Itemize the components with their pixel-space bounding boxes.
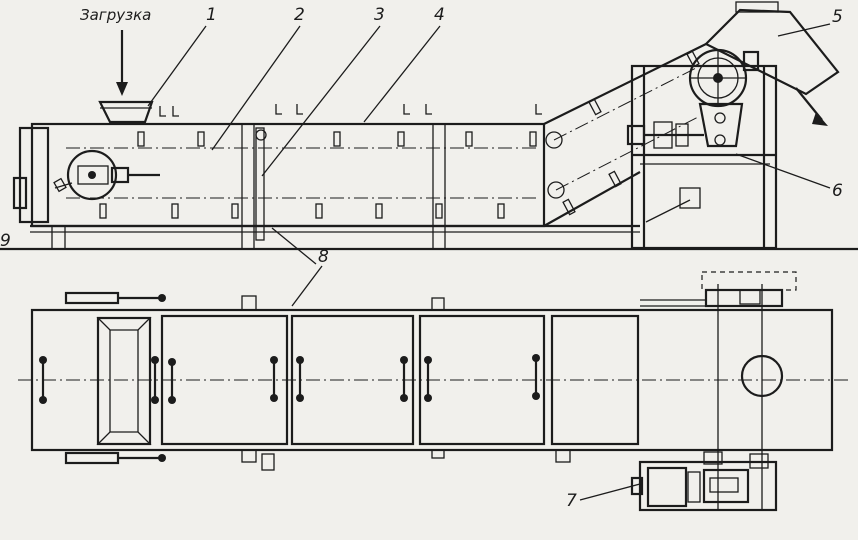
- idler-sprocket: [547, 181, 565, 199]
- housing-trough: [30, 122, 546, 228]
- label-2: 2: [294, 5, 305, 25]
- tension-rod: [64, 291, 120, 305]
- label-7: 7: [566, 491, 577, 511]
- tension-rod: [64, 451, 120, 465]
- side-view: [0, 1, 858, 251]
- coupling: [626, 124, 646, 146]
- cover-panel: [550, 314, 640, 446]
- label-9: 9: [0, 231, 11, 251]
- left-sprocket: [66, 149, 118, 201]
- end-block: [18, 126, 50, 224]
- panel-handles: [39, 354, 540, 404]
- label-3: 3: [374, 5, 385, 25]
- label-4: 4: [434, 5, 445, 25]
- drive-outline: [701, 271, 797, 291]
- loading-label: Загрузка: [80, 6, 151, 24]
- electric-motor: [646, 466, 688, 508]
- cover-panel: [290, 314, 415, 446]
- reducer: [702, 468, 750, 504]
- plan-view: [18, 271, 850, 512]
- scrapers: [99, 131, 537, 219]
- inclined-section: [543, 43, 707, 227]
- gearbox: [698, 102, 744, 148]
- cover-panel: [418, 314, 546, 446]
- vertical-rod: [255, 127, 265, 241]
- leg: [241, 123, 255, 250]
- plan-hopper: [96, 316, 152, 446]
- motor-base: [638, 460, 778, 512]
- leg: [432, 123, 446, 250]
- idler-sprocket: [545, 131, 563, 149]
- leader-lines: [147, 23, 831, 501]
- shaft-end-9: [12, 176, 28, 210]
- label-1: 1: [206, 5, 217, 25]
- hopper: [98, 100, 154, 124]
- label-5: 5: [832, 7, 843, 27]
- label-6: 6: [832, 181, 843, 201]
- drive-frame: [630, 64, 778, 250]
- top-bolts: [159, 104, 542, 117]
- leg: [51, 225, 66, 250]
- cover-panel: [160, 314, 289, 446]
- label-8: 8: [318, 247, 329, 267]
- discharge-hood: [704, 8, 840, 96]
